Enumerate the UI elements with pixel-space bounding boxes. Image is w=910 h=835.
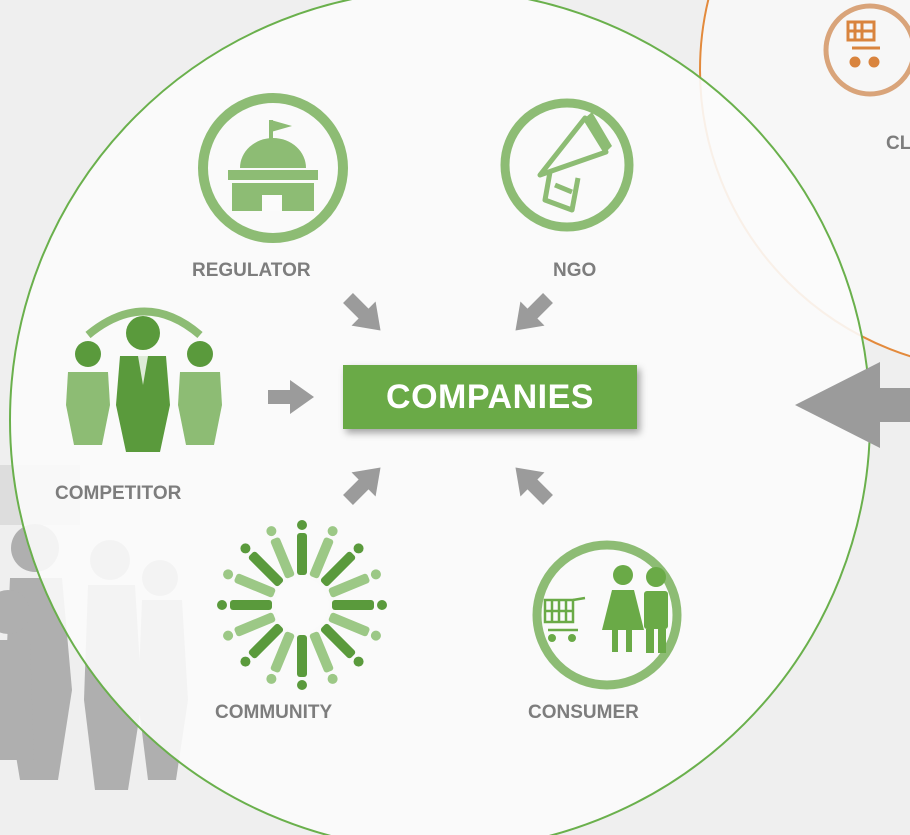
community-figure (297, 520, 307, 575)
arrow-from-competitor (268, 380, 314, 414)
arrow-from-right-circle (795, 362, 910, 448)
community-label: COMMUNITY (215, 702, 333, 723)
companies-box: COMPANIES (343, 365, 637, 429)
community-ring-icon (217, 520, 387, 690)
community-figure (332, 600, 387, 610)
consumer-label: CONSUMER (528, 702, 639, 723)
competitor-label: COMPETITOR (55, 483, 182, 504)
community-figure (309, 631, 338, 684)
regulator-label: REGULATOR (192, 260, 311, 281)
community-figure (309, 526, 338, 579)
community-figure (240, 543, 284, 587)
community-figure (217, 600, 272, 610)
secondary-circle-label: CL (886, 133, 910, 154)
arrow-from-regulator (343, 293, 381, 331)
cart-orange-icon (823, 3, 910, 97)
arrow-from-community (343, 467, 381, 505)
community-figure (297, 635, 307, 690)
arrow-from-consumer (515, 467, 553, 505)
community-figure (223, 612, 276, 641)
secondary-circle (699, 0, 910, 358)
competitor-people-icon (66, 307, 222, 452)
community-figure (328, 569, 381, 598)
community-figure (320, 623, 364, 667)
community-figure (266, 631, 295, 684)
consumer-shoppers-icon (532, 540, 682, 690)
arrow-from-ngo (515, 293, 553, 331)
shopping-cart-orange-icon (846, 20, 880, 68)
community-figure (320, 543, 364, 587)
ngo-label: NGO (553, 260, 597, 281)
ngo-megaphone-icon (500, 98, 634, 232)
regulator-building-icon (198, 93, 348, 243)
arrows (268, 293, 910, 505)
community-figure (266, 526, 295, 579)
community-figure (240, 623, 284, 667)
community-figure (328, 612, 381, 641)
companies-label: COMPANIES (386, 377, 594, 416)
community-figure (223, 569, 276, 598)
